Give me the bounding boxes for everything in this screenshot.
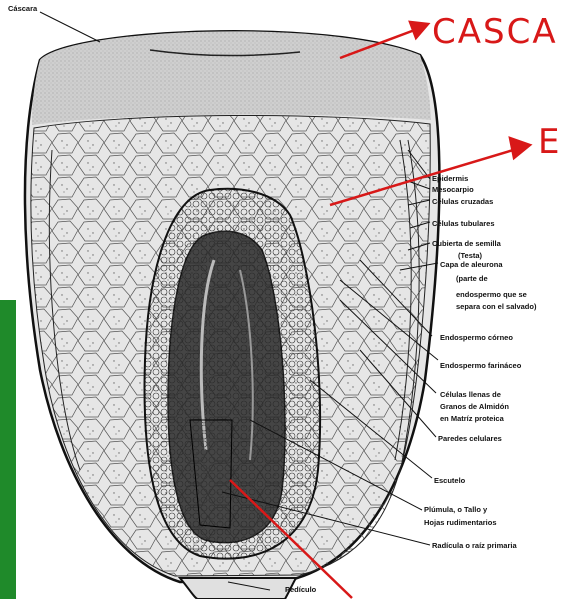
label-pediculo: Pedículo [285, 585, 316, 594]
pedicel [180, 578, 296, 599]
label-capa-aleurona-4: separa con el salvado) [456, 302, 536, 311]
handwritten-annotation-casca: CASCA [432, 12, 558, 52]
label-capa-aleurona-3: endospermo que se [456, 290, 527, 299]
label-testa: (Testa) [458, 251, 482, 260]
label-epidermis: Epidermis [432, 174, 468, 183]
handwritten-annotation-e: E [538, 122, 561, 162]
label-mesocarpio: Mesocarpio [432, 185, 474, 194]
label-capa-aleurona-2: (parte de [456, 274, 488, 283]
label-capa-aleurona: Capa de aleurona [440, 260, 503, 269]
label-endospermo-farinaceo: Endospermo farináceo [440, 361, 521, 370]
label-escutelo: Escutelo [434, 476, 465, 485]
label-celulas-cruzadas: Células cruzadas [432, 197, 493, 206]
label-radicula: Radícula o raíz primaria [432, 541, 517, 550]
label-cascara: Cáscara [8, 4, 37, 13]
label-endospermo-corneo: Endospermo córneo [440, 333, 513, 342]
label-celulas-llenas-1: Células llenas de [440, 390, 501, 399]
label-paredes-celulares: Paredes celulares [438, 434, 502, 443]
label-celulas-llenas-2: Granos de Almidón [440, 402, 509, 411]
label-plumula-2: Hojas rudimentarios [424, 518, 497, 527]
label-celulas-llenas-3: en Matríz proteica [440, 414, 504, 423]
label-cubierta-semilla: Cubierta de semilla [432, 239, 501, 248]
label-celulas-tubulares: Células tubulares [432, 219, 495, 228]
label-plumula-1: Plúmula, o Tallo y [424, 505, 487, 514]
